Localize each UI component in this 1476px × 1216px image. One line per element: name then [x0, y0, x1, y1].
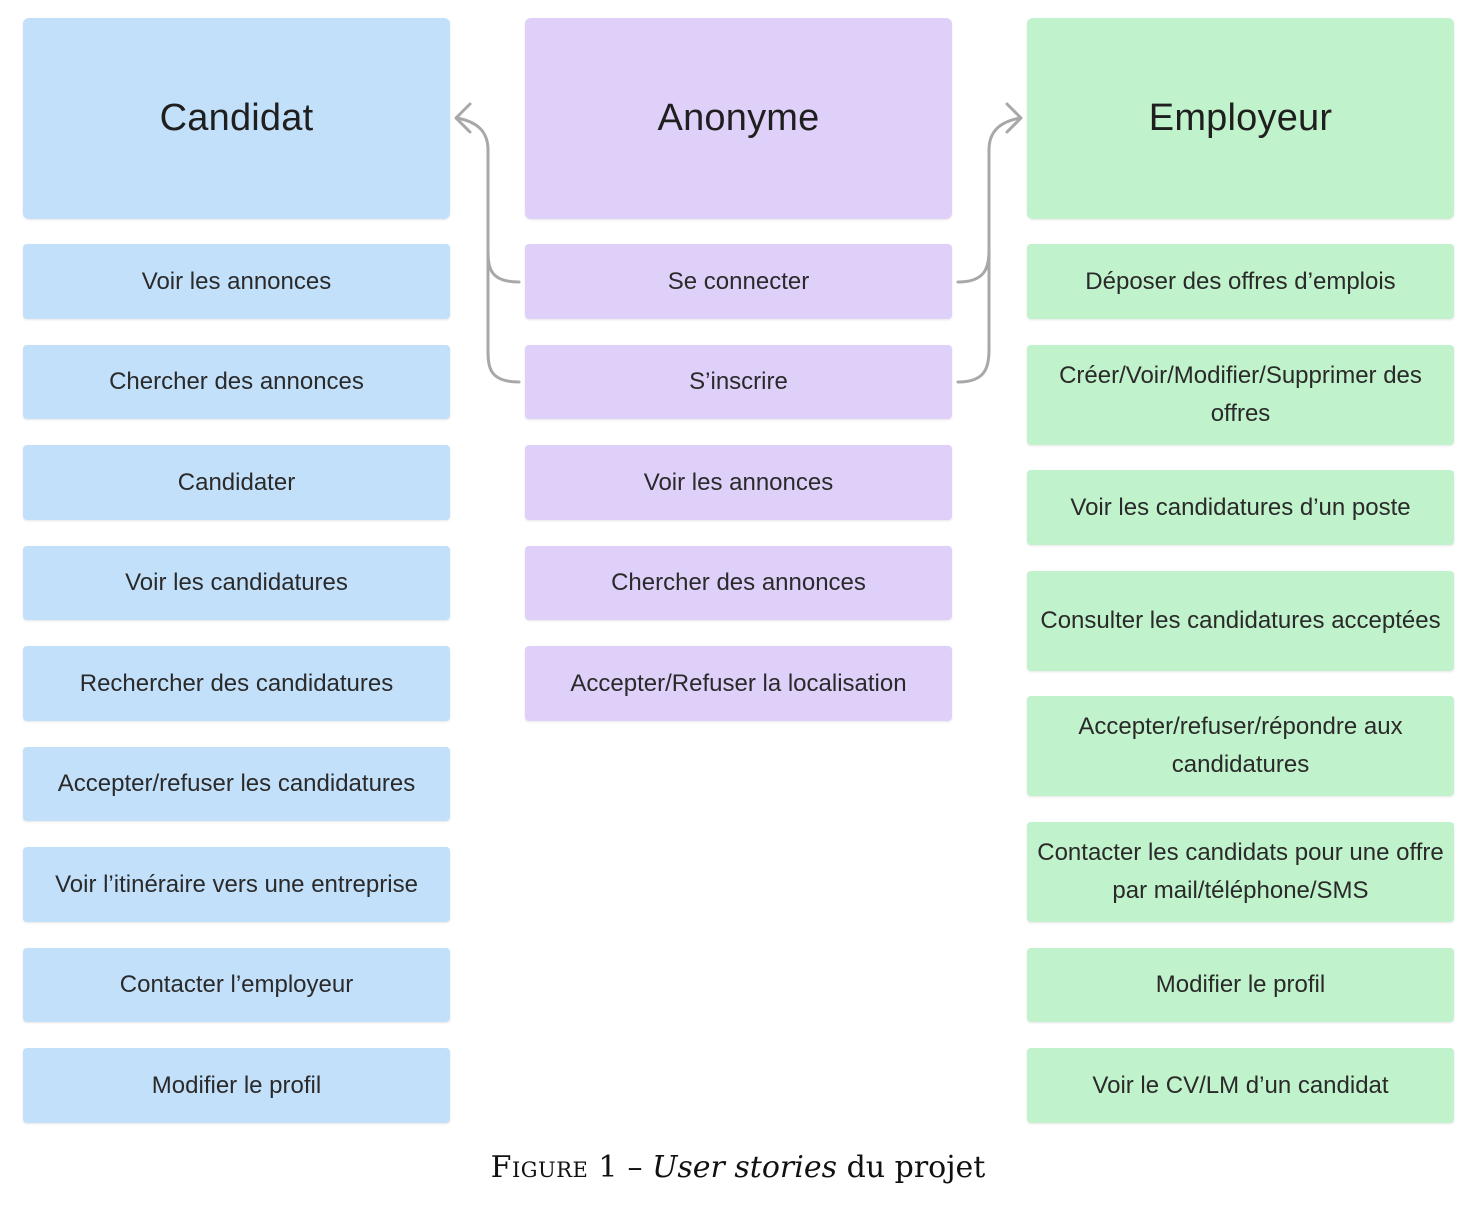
employeur-story-deposer-offres: Déposer des offres d’emplois — [1027, 244, 1454, 319]
employeur-story-contacter-candidats: Contacter les candidats pour une offre p… — [1027, 822, 1454, 922]
candidat-story-modifier-profil: Modifier le profil — [23, 1048, 450, 1123]
candidat-story-accepter-refuser: Accepter/refuser les candidatures — [23, 747, 450, 821]
figure-caption: Figure 1 – User stories du projet — [0, 1150, 1476, 1185]
candidat-story-candidater: Candidater — [23, 445, 450, 520]
employeur-story-crud-offres: Créer/Voir/Modifier/Supprimer des offres — [1027, 345, 1454, 445]
candidat-story-voir-annonces: Voir les annonces — [23, 244, 450, 319]
employeur-header: Employeur — [1027, 18, 1454, 219]
employeur-story-voir-cv: Voir le CV/LM d’un candidat — [1027, 1048, 1454, 1123]
caption-figure-label: Figure 1 — [490, 1150, 618, 1185]
connector-login-to-employeur — [956, 116, 1022, 284]
candidat-story-itineraire: Voir l’itinéraire vers une entreprise — [23, 847, 450, 922]
arrowhead-candidat — [454, 102, 472, 134]
anonyme-story-localisation: Accepter/Refuser la localisation — [525, 646, 952, 721]
employeur-story-candidatures-acceptees: Consulter les candidatures acceptées — [1027, 571, 1454, 671]
caption-emphasis: User stories — [652, 1150, 838, 1185]
candidat-story-rechercher-candidatures: Rechercher des candidatures — [23, 646, 450, 721]
anonyme-story-chercher-annonces: Chercher des annonces — [525, 546, 952, 620]
caption-dash: – — [627, 1150, 643, 1185]
candidat-story-voir-candidatures: Voir les candidatures — [23, 546, 450, 620]
anonyme-story-voir-annonces: Voir les annonces — [525, 445, 952, 520]
anonyme-story-se-connecter: Se connecter — [525, 244, 952, 319]
arrowhead-employeur — [1005, 102, 1023, 134]
employeur-story-voir-candidatures-poste: Voir les candidatures d’un poste — [1027, 470, 1454, 545]
connector-login-to-candidat — [455, 116, 521, 284]
connector-signup-to-employeur — [956, 148, 991, 384]
connector-signup-to-candidat — [486, 148, 521, 384]
caption-rest: du projet — [846, 1150, 986, 1185]
candidat-story-contacter-employeur: Contacter l’employeur — [23, 948, 450, 1022]
anonyme-header: Anonyme — [525, 18, 952, 219]
anonyme-story-s-inscrire: S’inscrire — [525, 345, 952, 419]
employeur-story-modifier-profil: Modifier le profil — [1027, 948, 1454, 1022]
candidat-header: Candidat — [23, 18, 450, 219]
candidat-story-chercher-annonces: Chercher des annonces — [23, 345, 450, 419]
employeur-story-repondre-candidatures: Accepter/refuser/répondre aux candidatur… — [1027, 696, 1454, 796]
